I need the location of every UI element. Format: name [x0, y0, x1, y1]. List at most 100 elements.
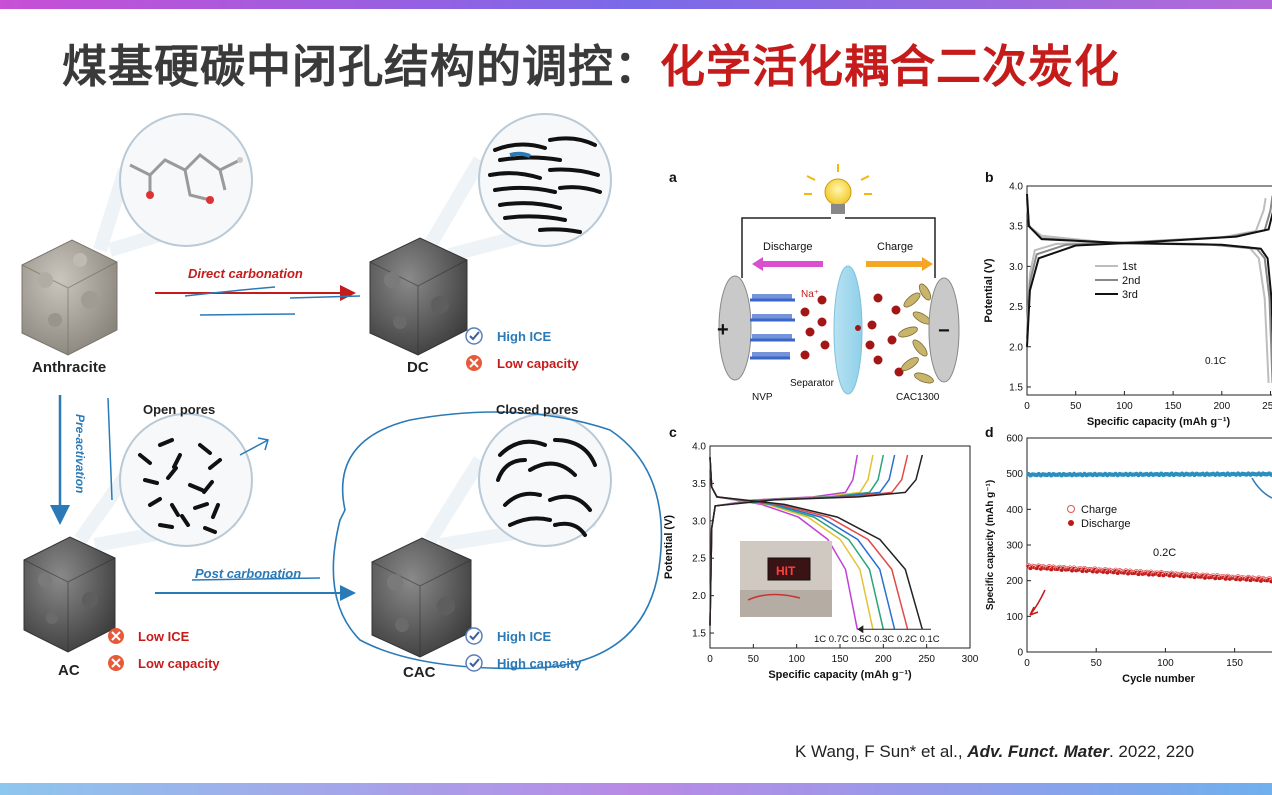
charge-curve-3rd	[1026, 211, 1272, 347]
y-tick-label: 300	[1006, 541, 1023, 552]
x-tick-label: 50	[1091, 658, 1103, 669]
hand-annotation-loop	[332, 411, 663, 670]
panel-label-b: b	[985, 169, 994, 185]
label-dc: DC	[407, 359, 429, 376]
label-minus: −	[938, 320, 950, 342]
cac-cube	[371, 537, 472, 658]
closed-pores-zoom	[478, 413, 612, 547]
y-tick-label: 2.5	[692, 554, 706, 565]
display-text: HIT	[776, 564, 796, 578]
ac-properties: Low ICE Low capacity	[108, 628, 220, 671]
legend-swatch	[1068, 520, 1074, 526]
y-tick-label: 3.0	[1009, 262, 1023, 273]
label-separator: Separator	[790, 378, 835, 389]
hard-carbon-particles	[898, 283, 934, 384]
x-tick-label: 0	[707, 654, 713, 665]
dc-properties: High ICE Low capacity	[465, 327, 579, 371]
legend-label: Charge	[1081, 504, 1117, 516]
discharge-curve-0.1C	[709, 457, 924, 630]
x-axis-label: Specific capacity (mAh g⁻¹)	[768, 669, 912, 681]
title-part-1: 煤基硬碳中闭孔结构的调控：	[62, 40, 661, 93]
label-post-carbonation: Post carbonation	[195, 566, 301, 581]
separator	[833, 265, 863, 395]
legend-label: Discharge	[1081, 518, 1131, 530]
cac-prop-ice: High ICE	[497, 629, 551, 644]
x-tick-label: 150	[1165, 401, 1182, 412]
check-icon	[465, 627, 483, 645]
cathode-plate	[718, 275, 752, 381]
y-tick-label: 400	[1006, 505, 1023, 516]
y-tick-label: 2.0	[1009, 342, 1023, 353]
discharge-curve-1st	[1026, 202, 1270, 383]
y-axis-label: Specific capacity (mAh g⁻¹)	[985, 480, 996, 610]
x-tick-label: 100	[788, 654, 805, 665]
x-tick-label: 150	[1226, 658, 1243, 669]
x-tick-label: 50	[748, 654, 760, 665]
rate-arrow-head	[857, 625, 864, 634]
x-tick-label: 250	[1262, 401, 1272, 412]
label-pre-activation: Pre-activation	[73, 414, 87, 493]
x-tick-label: 300	[962, 654, 979, 665]
label-discharge: Discharge	[763, 241, 813, 253]
label-na-ion: Na⁺	[801, 289, 819, 300]
dc-microstructure-zoom	[478, 113, 612, 247]
plot-frame	[1026, 185, 1272, 396]
check-icon	[465, 327, 483, 345]
label-open-pores: Open pores	[143, 402, 215, 417]
legend-label: 3rd	[1122, 289, 1138, 301]
label-nvp: NVP	[752, 392, 773, 403]
panel-a-cell-schematic: a Discharge Charge + Na⁺	[669, 164, 960, 403]
anthracite-cube	[21, 239, 118, 356]
label-anode: CAC1300	[896, 392, 940, 403]
y-tick-label: 0	[1017, 648, 1023, 659]
x-tick-label: 100	[1116, 401, 1133, 412]
y-tick-label: 4.0	[1009, 182, 1023, 193]
legend-label: 1st	[1122, 261, 1137, 273]
x-tick-label: 0	[1024, 401, 1030, 412]
led-display-photo: HIT	[740, 541, 832, 617]
open-pores-zoom	[119, 413, 253, 547]
cac-prop-capacity: High capacity	[497, 656, 582, 671]
y-tick-label: 2.0	[692, 591, 706, 602]
panel-label-c: c	[669, 424, 677, 440]
chart-b-voltage-profiles: 0501001502002501.52.02.53.03.54.0Specifi…	[983, 182, 1272, 428]
x-tick-label: 250	[918, 654, 935, 665]
y-axis-label: Potential (V)	[983, 258, 995, 323]
y-tick-label: 2.5	[1009, 302, 1023, 313]
y-tick-label: 4.0	[692, 442, 706, 453]
y-tick-label: 200	[1006, 576, 1023, 587]
legend-label: 2nd	[1122, 275, 1140, 287]
molecule-zoom	[119, 113, 253, 247]
rate-labels: 1C 0.7C 0.5C 0.3C 0.2C 0.1C	[814, 634, 940, 645]
bulb-icon	[804, 164, 872, 214]
y-tick-label: 3.5	[1009, 222, 1023, 233]
discharge-curve-3rd	[1026, 193, 1272, 345]
label-closed-pores: Closed pores	[496, 402, 578, 417]
plot-frame	[1026, 437, 1272, 653]
label-ac: AC	[58, 662, 80, 679]
label-anthracite: Anthracite	[32, 359, 106, 376]
check-icon	[465, 654, 483, 672]
x-tick-label: 50	[1070, 401, 1082, 412]
panel-label-a: a	[669, 169, 677, 185]
x-tick-label: 0	[1024, 658, 1030, 669]
discharge-point	[1269, 579, 1272, 584]
y-tick-label: 3.5	[692, 479, 706, 490]
ac-prop-capacity: Low capacity	[138, 656, 220, 671]
y-axis-label: Potential (V)	[663, 515, 675, 580]
y-tick-label: 100	[1006, 612, 1023, 623]
slide-title: 煤基硬碳中闭孔结构的调控：化学活化耦合二次炭化	[62, 30, 1120, 95]
rate-annotation: 0.1C	[1205, 356, 1226, 367]
x-tick-label: 150	[832, 654, 849, 665]
ac-cube	[23, 536, 116, 653]
charge-curve-2nd	[1026, 195, 1272, 339]
title-part-2: 化学活化耦合二次炭化	[660, 40, 1121, 93]
discharge-curve-2nd	[1026, 198, 1272, 383]
y-tick-label: 500	[1006, 469, 1023, 480]
top-accent-bar	[0, 0, 1272, 9]
charge-curve-0.1C	[709, 454, 924, 626]
y-tick-label: 600	[1006, 434, 1023, 445]
bottom-accent-bar	[0, 783, 1272, 795]
